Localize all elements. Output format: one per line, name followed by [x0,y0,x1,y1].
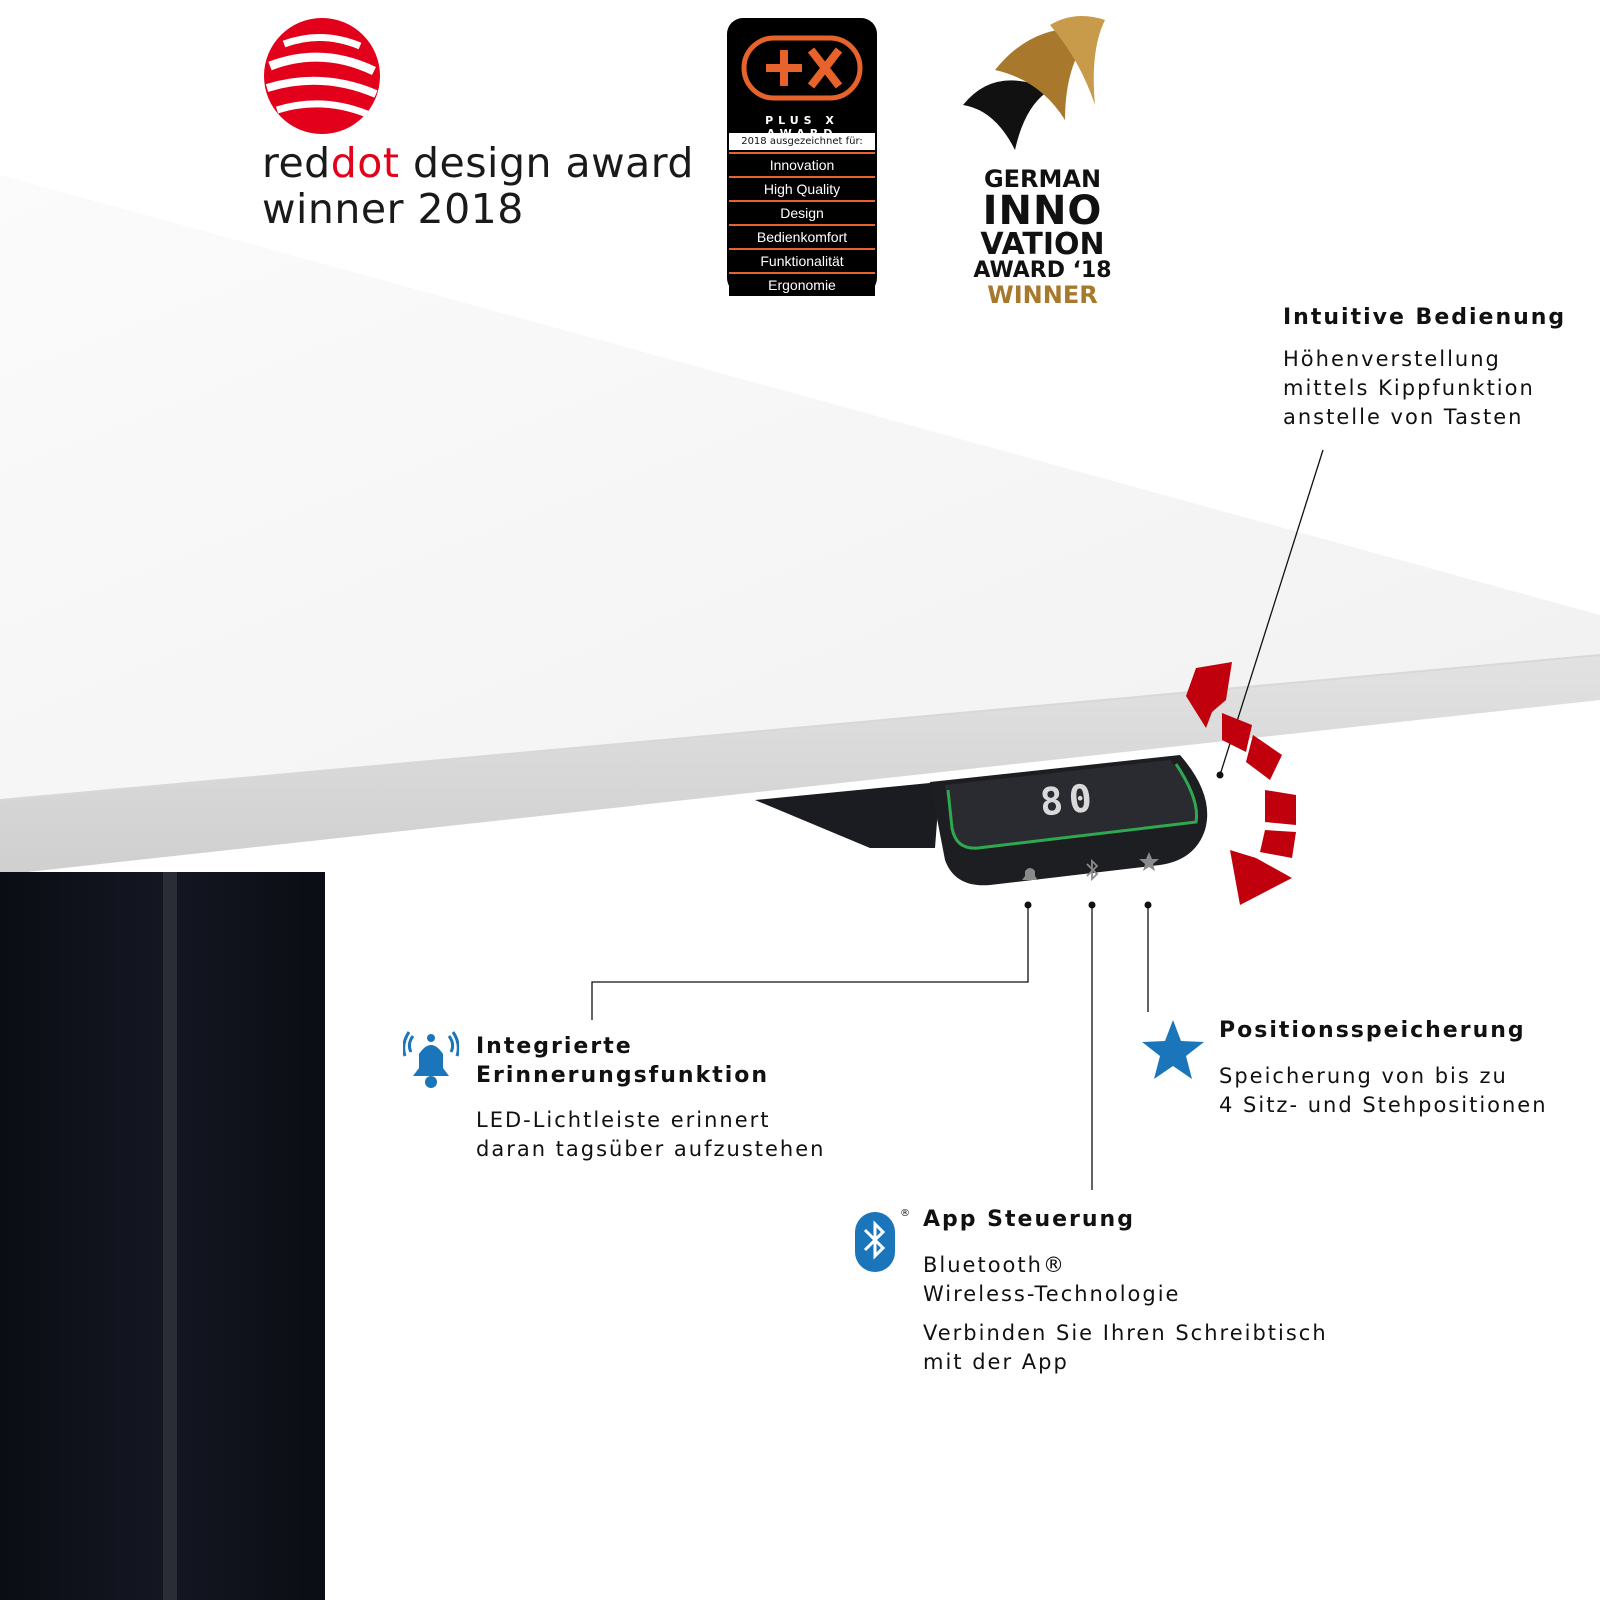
reddot-award-text: reddot design award winner 2018 [262,140,694,232]
reddot-brand-dot: dot [330,139,400,187]
bluetooth-icon[interactable] [1082,857,1102,883]
bell-icon [403,1031,459,1088]
feature-text: mit der App [923,1350,1069,1374]
feature-text: mittels Kippfunktion [1283,376,1535,400]
plusx-item: Ergonomie [729,272,875,296]
plusx-logo-icon [741,35,863,101]
plusx-item: Innovation [729,152,875,176]
gi-line3: VATION [980,227,1105,262]
feature-text: LED-Lichtleiste erinnert [476,1108,771,1132]
gi-line4: AWARD ‘18 [973,258,1112,283]
plusx-item: Funktionalität [729,248,875,272]
desk-top [0,175,1600,800]
feature-text: Höhenverstellung [1283,347,1501,371]
feature-title: Integrierte [476,1034,633,1059]
plusx-item: Bedienkomfort [729,224,875,248]
feature-text: daran tagsüber aufzustehen [476,1137,826,1161]
feature-app: App Steuerung Bluetooth® Wireless-Techno… [923,1205,1328,1377]
plusx-header: 2018 ausgezeichnet für: [729,133,875,150]
control-panel-display [945,760,1196,849]
feature-position: Positionsspeicherung Speicherung von bis… [1219,1016,1548,1120]
star-icon[interactable] [1137,850,1161,874]
bell-icon[interactable] [1018,862,1042,886]
gi-line2: INNO [982,188,1103,234]
registered-mark: ® [900,1208,910,1219]
plusx-item: High Quality [729,176,875,200]
desk-frame-bracket [755,782,940,848]
feature-title: Intuitive Bedienung [1283,305,1567,330]
feature-title: App Steuerung [923,1207,1135,1232]
gi-line5: WINNER [987,281,1098,309]
gi-line1: GERMAN [983,165,1102,193]
reddot-brand-rest: design award [399,139,694,187]
reddot-brand-red: red [262,139,331,187]
plusx-award-badge: PLUS X AWARD 2018 ausgezeichnet für: Inn… [727,18,877,296]
feature-text: Verbinden Sie Ihren Schreibtisch [923,1321,1328,1345]
feature-text: Wireless-Technologie [923,1282,1181,1306]
feature-title: Positionsspeicherung [1219,1018,1526,1043]
feature-text: 4 Sitz- und Stehpositionen [1219,1093,1548,1117]
feature-text: Speicherung von bis zu [1219,1064,1508,1088]
feature-reminder: Integrierte Erinnerungsfunktion LED-Lich… [476,1032,825,1164]
star-icon [1142,1020,1204,1079]
german-innovation-award: GERMAN INNO VATION AWARD ‘18 WINNER [970,166,1115,308]
plusx-item: Design [729,200,875,224]
desk-leg [0,872,325,1600]
reddot-logo-icon [264,18,380,134]
height-display: 80 [1038,775,1100,825]
bluetooth-icon [855,1212,895,1272]
feature-text: anstelle von Tasten [1283,405,1524,429]
feature-text: Bluetooth® [923,1253,1066,1277]
reddot-winner-line: winner 2018 [262,185,524,233]
german-innovation-ribbon-icon [963,16,1105,150]
feature-intuitive: Intuitive Bedienung Höhenverstellung mit… [1283,303,1566,432]
led-strip [946,763,1199,850]
feature-title: Erinnerungsfunktion [476,1063,770,1088]
tilt-arrow-icon [1186,662,1296,905]
